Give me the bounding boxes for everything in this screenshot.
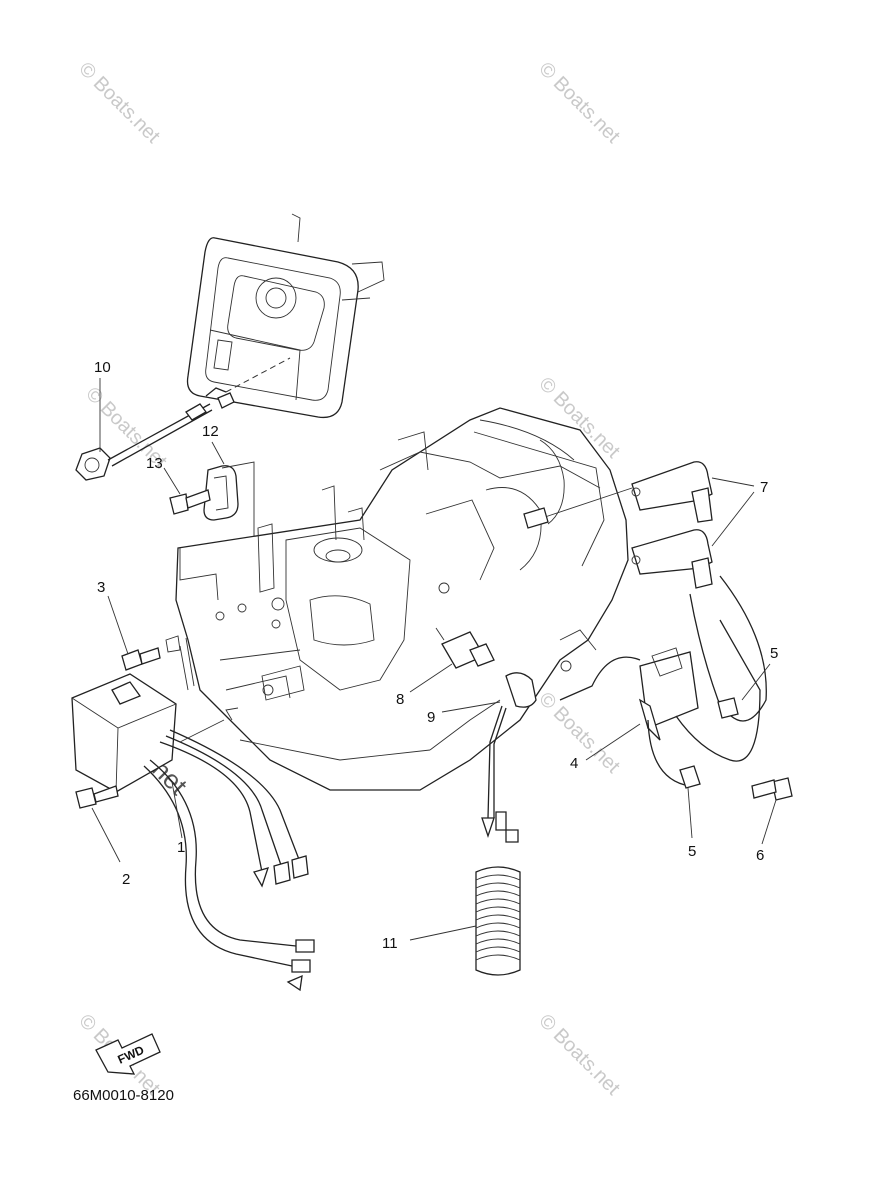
bolts [75, 635, 793, 809]
callout-12: 12 [202, 423, 219, 440]
callout-5b: 5 [688, 843, 696, 860]
hose-11 [475, 866, 521, 976]
ignition-lead-9 [481, 672, 537, 843]
clip-12-and-bolt-13 [169, 461, 255, 630]
engine-block-illustration [175, 407, 629, 791]
fwd-arrow-icon: FWD [95, 1033, 161, 1075]
callout-1: 1 [177, 839, 185, 856]
callout-10: 10 [94, 359, 111, 376]
cdi-unit-1 [71, 673, 315, 992]
watermark: © Boats.net [74, 58, 164, 148]
flywheel-cover-illustration [186, 213, 385, 419]
callout-3: 3 [97, 579, 105, 596]
callout-11: 11 [382, 935, 398, 952]
ignition-coil-4 [559, 575, 767, 789]
watermark: © Boats.net [534, 1010, 624, 1100]
watermark: © Boats.net [534, 688, 624, 778]
callout-numbers: 1 2 3 4 5 5 6 7 8 9 10 11 12 13 [94, 359, 778, 952]
oil-pressure-switch-8 [435, 627, 495, 669]
callout-8: 8 [396, 691, 404, 708]
callout-7: 7 [760, 479, 768, 496]
callout-4: 4 [570, 755, 578, 772]
callout-6: 6 [756, 847, 764, 864]
plug-caps-7 [523, 461, 713, 589]
callout-2: 2 [122, 871, 130, 888]
callout-5a: 5 [770, 645, 778, 662]
watermark: © Boats.net [534, 58, 624, 148]
callout-9: 9 [427, 709, 435, 726]
diagram-code: 66M0010-8120 [73, 1087, 174, 1104]
thermo-sensor-10 [75, 357, 291, 481]
callout-13: 13 [146, 455, 163, 472]
leader-lines [91, 378, 777, 941]
